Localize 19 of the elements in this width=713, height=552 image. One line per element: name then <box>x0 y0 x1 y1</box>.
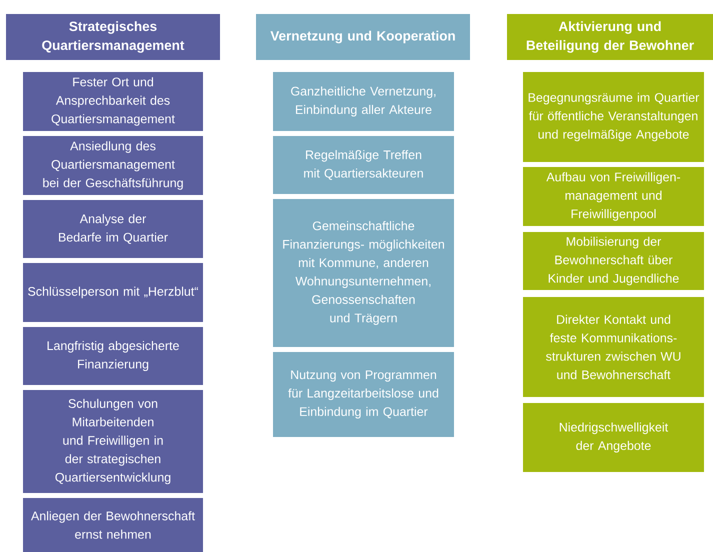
measure-box: Langfristig abgesicherte Finanzierung <box>23 327 203 385</box>
category-header: Vernetzung und Kooperation <box>256 14 470 60</box>
measure-box: Begegnungsräume im Quartier für öffentliche Veranstaltungen und regelmäßige Angebote <box>523 72 704 162</box>
measure-box: Analyse der Bedarfe im Quartier <box>23 200 203 258</box>
measure-box: Nutzung von Programmen für Langzeitarbeitslose und Einbindung im Quartier <box>273 352 454 437</box>
category-header: Strategisches Quartiersmanagement <box>6 14 220 60</box>
measure-box: Aufbau von Freiwilligen- management und Freiwilligenpool <box>523 167 704 226</box>
measure-box: Anliegen der Bewohnerschaft ernst nehmen <box>23 498 203 552</box>
measure-box: Gemeinschaftliche Finanzierungs- möglichkeiten mit Kommune, anderen Wohnungsunternehmen, Genossenschaften und Trägern <box>273 199 454 347</box>
measure-box: Ganzheitliche Vernetzung, Einbindung aller Akteure <box>273 72 454 131</box>
measure-box: Regelmäßige Treffen mit Quartiersakteuren <box>273 136 454 194</box>
measure-box: Schulungen von Mitarbeitenden und Freiwilligen in der strategischen Quartiersentwicklung <box>23 390 203 493</box>
measure-box: Fester Ort und Ansprechbarkeit des Quartiersmanagement <box>23 72 203 131</box>
measure-box: Mobilisierung der Bewohnerschaft über Kinder und Jugendliche <box>523 232 704 290</box>
measure-box: Direkter Kontakt und feste Kommunikations- strukturen zwischen WU und Bewohnerschaft <box>523 297 704 397</box>
measure-box: Ansiedlung des Quartiersmanagement bei der Geschäftsführung <box>23 136 203 195</box>
measure-box: Schlüsselperson mit „Herzblut“ <box>23 263 203 322</box>
category-header: Aktivierung und Beteiligung der Bewohner <box>507 14 713 60</box>
measure-box: Niedrigschwelligkeit der Angebote <box>523 403 704 472</box>
